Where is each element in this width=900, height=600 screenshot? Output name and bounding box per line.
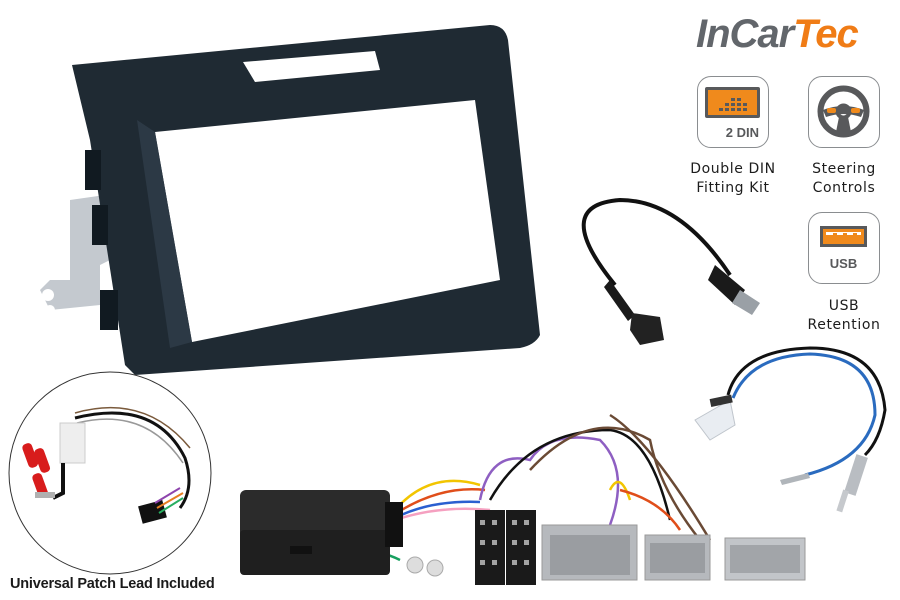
logo-text-grey: InCar xyxy=(696,12,794,56)
patch-lead-caption: Universal Patch Lead Included xyxy=(10,576,215,592)
feature-label-line: Steering xyxy=(812,161,876,177)
usb-retention-cable xyxy=(581,197,760,345)
feature-label-line: Fitting Kit xyxy=(696,180,770,196)
feature-label-usb: USB Retention xyxy=(784,297,900,335)
universal-patch-lead-inset xyxy=(8,371,212,575)
usb-retention-badge: USB xyxy=(808,212,880,284)
svg-text:USB: USB xyxy=(830,256,857,271)
steering-interface-harness xyxy=(240,413,806,585)
feature-label-double-din: Double DIN Fitting Kit xyxy=(673,160,793,198)
logo-text-orange: Tec xyxy=(793,12,858,56)
steering-wheel-icon xyxy=(817,85,870,138)
feature-label-steering: Steering Controls xyxy=(784,160,900,198)
feature-label-line: Double DIN xyxy=(690,161,776,177)
incartec-logo: InCarTec xyxy=(696,10,859,58)
feature-label-line: USB xyxy=(828,298,860,314)
double-din-fascia-panel xyxy=(40,25,540,375)
steering-controls-badge xyxy=(808,76,880,148)
usb-icon: USB xyxy=(820,226,867,271)
aerial-adapter-lead xyxy=(694,346,887,513)
feature-label-line: Controls xyxy=(812,180,876,196)
svg-text:2 DIN: 2 DIN xyxy=(726,125,759,140)
double-din-icon: 2 DIN xyxy=(705,87,760,140)
feature-label-line: Retention xyxy=(807,317,881,333)
double-din-badge: 2 DIN xyxy=(697,76,769,148)
